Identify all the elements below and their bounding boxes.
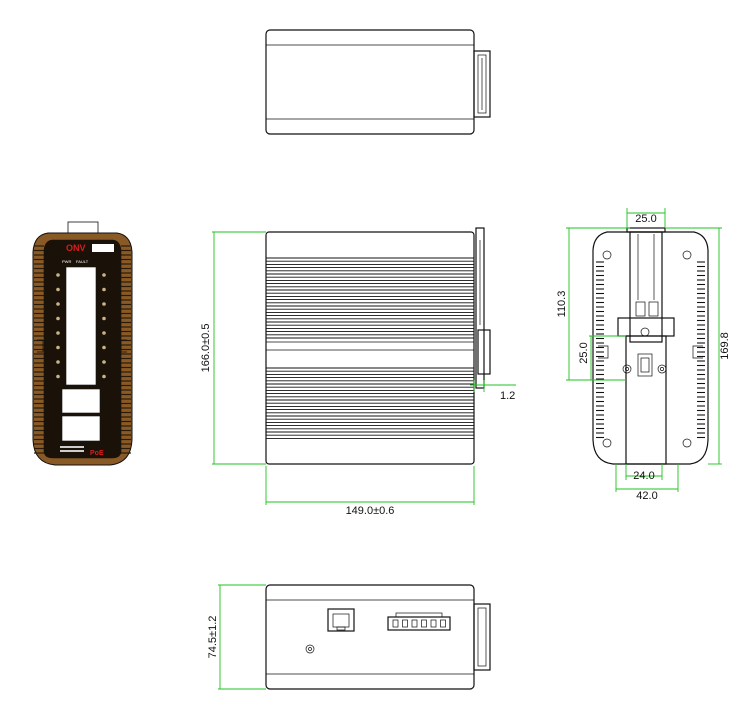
port-led [102,360,106,364]
dim-height-left: 166.0±0.5 [200,324,212,373]
port-led [56,273,60,277]
side-view [265,227,491,465]
terminal-pin [392,619,399,628]
port-led [102,273,106,277]
din-rail-clip-side [475,227,491,389]
port-leds [56,273,106,379]
port-led [56,302,60,306]
front-panel-view: ONV PWR FAULT PoE [32,221,133,466]
port-led [56,331,60,335]
dim-width-42: 42.0 [636,490,657,502]
terminal-pin [421,619,427,628]
terminal-pin [411,619,418,628]
top-view [265,29,491,135]
dim-depth-front: 74.5±1.2 [207,616,219,659]
port-led [102,331,106,335]
panel-grooves [34,245,131,454]
brand-logo: ONV [66,243,86,253]
port-led [56,345,60,350]
dim-height-110: 110.3 [556,291,568,318]
sfp-port-2 [61,415,101,442]
dim-height-25: 25.0 [578,342,590,363]
bottom-view [265,584,491,690]
port-led [56,287,60,292]
port-led [102,287,106,292]
terminal-pin [402,619,408,628]
terminal-block-connector [387,612,451,631]
heatsink-fins-lower [266,367,474,439]
ground-screw [305,644,315,654]
heatsink-fins-upper [266,257,474,339]
port-led [102,302,106,306]
dim-clip-thickness: 1.2 [500,390,515,402]
port-led [102,345,106,350]
dim-width-bottom: 149.0±0.6 [346,505,395,517]
port-led [102,316,106,321]
side-clip-left [37,339,127,353]
port-led [56,360,60,364]
din-rail-bracket [617,227,675,465]
rj45-console-port [327,608,355,632]
poe-logo: PoE [90,450,104,457]
fault-indicator-label: FAULT [76,259,89,264]
port-window [65,266,97,386]
din-clip-top [473,50,491,118]
sfp-port-1 [61,388,101,414]
din-clip-bottom [473,603,491,671]
terminal-pin [430,619,437,628]
dim-height-169: 169.8 [719,332,731,360]
pwr-indicator-label: PWR [62,259,71,264]
terminal-pin [440,619,446,628]
rear-grooves [596,261,705,439]
dim-width-24: 24.0 [633,470,654,482]
dimension-lines [212,208,722,690]
port-led [102,374,106,379]
port-led [56,316,60,321]
dim-width-top: 25.0 [635,213,656,225]
rear-view [592,227,709,465]
port-led [56,374,60,379]
